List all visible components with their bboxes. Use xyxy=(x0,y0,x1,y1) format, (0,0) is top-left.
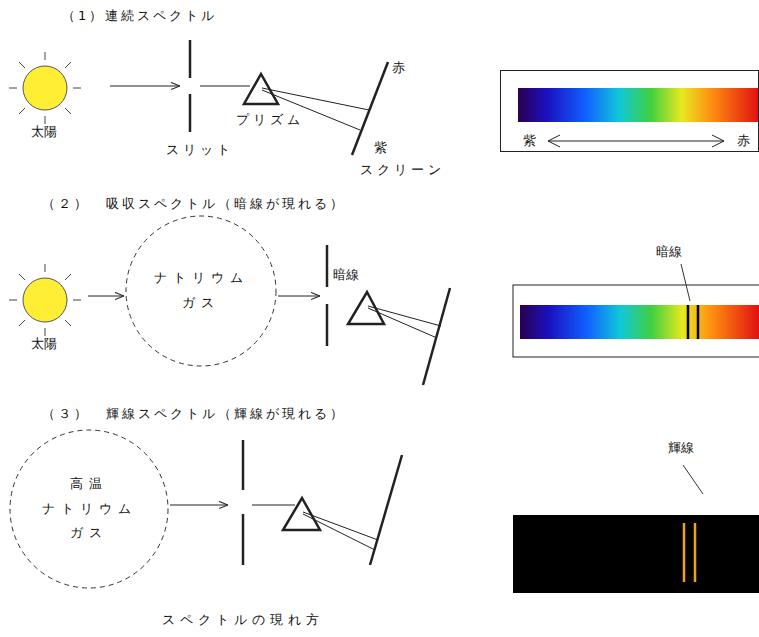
callout-label: 暗線 xyxy=(656,244,682,260)
caption: スペクトルの現れ方 xyxy=(162,612,324,628)
node-text: ナトリウム ガス xyxy=(149,266,253,315)
node-text: 紫 xyxy=(523,133,536,149)
part-label: プリズム xyxy=(236,112,304,128)
callout-label: 暗線 xyxy=(333,267,359,283)
part-label: スクリーン xyxy=(360,162,445,178)
node-text: 高温 ナトリウム ガス xyxy=(37,472,141,546)
color-label: 紫 xyxy=(374,140,387,156)
gas-cloud: ナトリウム ガス xyxy=(124,214,278,368)
sun xyxy=(9,264,81,336)
section-heading: （３） 輝線スペクトル（輝線が現れる） xyxy=(42,406,346,422)
sun-label: 太陽 xyxy=(31,336,57,352)
node-text: 赤 xyxy=(737,133,750,149)
dashed-circle xyxy=(124,214,278,368)
sun-label: 太陽 xyxy=(31,124,57,140)
callout-label: 輝線 xyxy=(668,440,694,456)
part-label: スリット xyxy=(166,142,234,158)
sun xyxy=(9,52,81,124)
spectrum-panel: 紫赤 xyxy=(500,70,759,152)
section-heading: （1）連続スペクトル xyxy=(62,8,217,24)
gas-cloud: 高温 ナトリウム ガス xyxy=(8,428,170,590)
color-label: 赤 xyxy=(392,60,405,76)
section-heading: （２） 吸収スペクトル（暗線が現れる） xyxy=(42,196,346,212)
